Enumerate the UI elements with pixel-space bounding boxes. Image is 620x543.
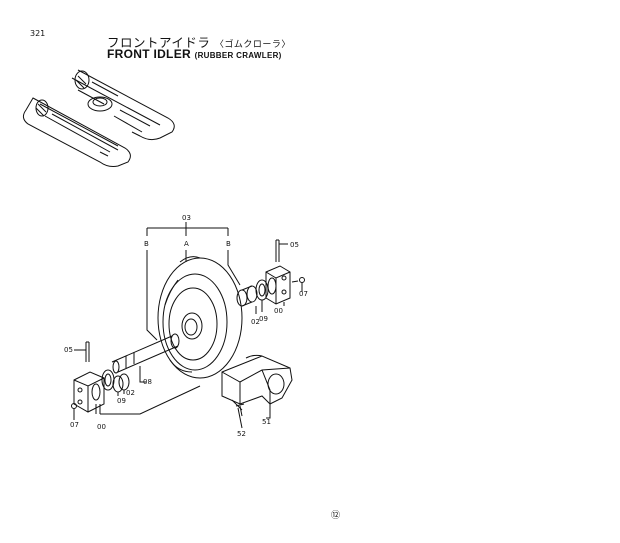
callout-03: 03 xyxy=(182,214,191,222)
callout-05-left: 05 xyxy=(64,346,73,354)
callout-A: A xyxy=(184,240,189,248)
left-plug-07 xyxy=(71,403,77,416)
left-collar-09 xyxy=(101,369,115,391)
leader-lines-right xyxy=(255,288,303,314)
callout-bracket-03 xyxy=(146,222,241,341)
bolt-52 xyxy=(231,399,245,429)
callout-08: 08 xyxy=(143,378,152,386)
left-bracket-00 xyxy=(73,371,105,414)
callout-07-left: 07 xyxy=(70,421,79,429)
title-english: FRONT IDLER (RUBBER CRAWLER) xyxy=(107,47,282,61)
callout-02-left: 02 xyxy=(126,389,135,397)
shaft-08 xyxy=(111,333,180,383)
leader-line-bottom xyxy=(100,385,201,415)
left-pin-05 xyxy=(74,341,90,362)
right-pin-05 xyxy=(275,239,288,262)
callout-B-right: B xyxy=(226,240,231,248)
page-corner-mark: ⑫ xyxy=(331,511,341,521)
right-seal-02 xyxy=(236,285,258,307)
callout-00-left: 00 xyxy=(97,423,106,431)
callout-07-right: 07 xyxy=(299,290,308,298)
callout-00-right: 00 xyxy=(274,307,283,315)
right-plug-07 xyxy=(291,277,305,288)
overview-frame-illustration xyxy=(22,69,175,167)
callout-B-left: B xyxy=(144,240,149,248)
callout-09-right: 09 xyxy=(259,315,268,323)
title-japanese-sub: 〈ゴムクローラ〉 xyxy=(214,40,291,50)
title-english-main: FRONT IDLER xyxy=(107,47,191,61)
title-english-sub: (RUBBER CRAWLER) xyxy=(194,51,282,60)
idler-wheel xyxy=(157,256,243,379)
callout-05-top: 05 xyxy=(290,241,299,249)
callout-52: 52 xyxy=(237,430,246,438)
support-51 xyxy=(221,354,293,419)
callout-51: 51 xyxy=(262,418,271,426)
page-number: 321 xyxy=(30,29,46,38)
right-bracket-00 xyxy=(265,265,291,305)
title-japanese-main: フロントアイドラ xyxy=(107,35,211,50)
callout-09-left: 09 xyxy=(117,397,126,405)
leader-lines-left xyxy=(73,390,125,420)
callout-02-right: 02 xyxy=(251,318,260,326)
title-japanese: フロントアイドラ 〈ゴムクローラ〉 xyxy=(107,32,291,51)
